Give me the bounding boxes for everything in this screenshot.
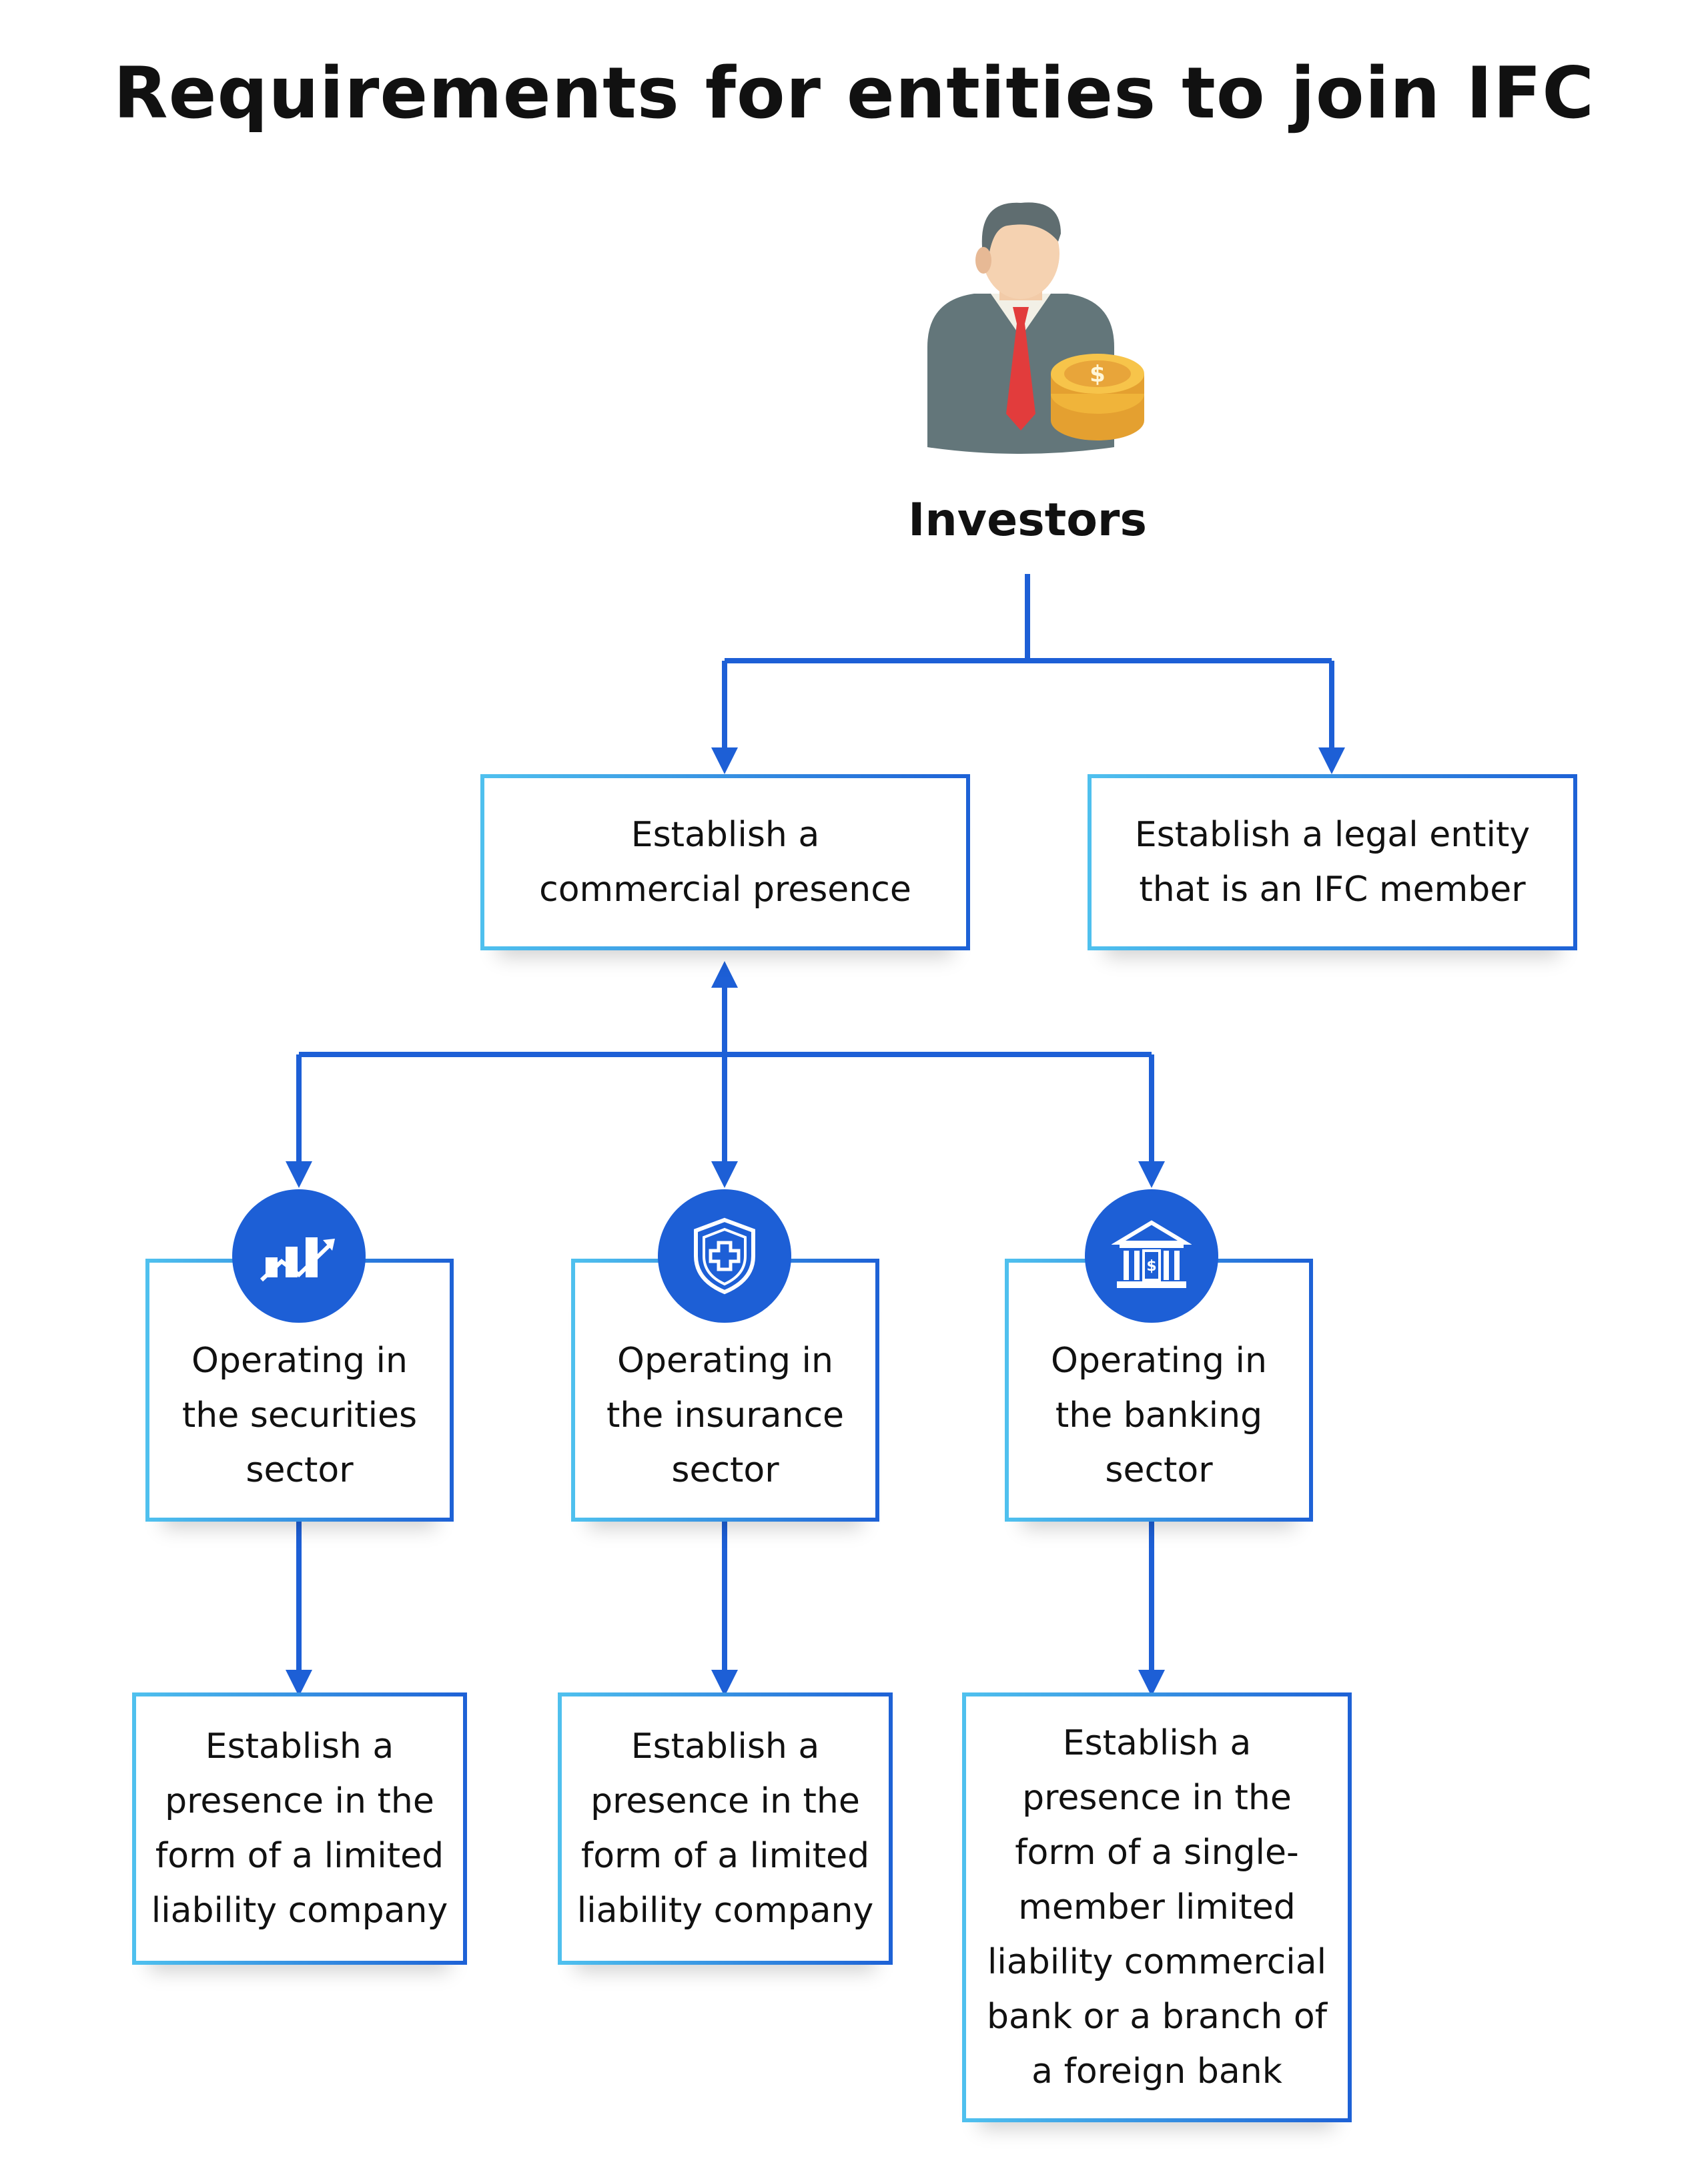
box-line: liability company	[576, 1891, 874, 1931]
box-line: that is an IFC member	[1139, 870, 1526, 910]
box-line: commercial presence	[539, 870, 911, 910]
box-line: sector	[671, 1450, 779, 1490]
growth-chart-icon	[260, 1237, 335, 1282]
box-line: sector	[1105, 1450, 1213, 1490]
securities-outcome-box: Establish a presence in the form of a li…	[132, 1692, 467, 1965]
securities-badge	[232, 1189, 366, 1323]
box-line: bank or a branch of	[987, 1997, 1327, 2037]
box-line: Operating in	[617, 1341, 833, 1381]
box-line: presence in the	[590, 1781, 860, 1821]
banking-outcome-box: Establish a presence in the form of a si…	[962, 1692, 1352, 2122]
investor-with-coins-icon: $	[927, 202, 1144, 454]
page-title: Requirements for entities to join IFC	[113, 52, 1595, 134]
svg-text:$: $	[1146, 1258, 1156, 1275]
box-line: Operating in	[1051, 1341, 1267, 1381]
box-line: form of a limited	[580, 1836, 870, 1876]
box-line: the insurance	[606, 1395, 845, 1436]
box-line: Establish a	[630, 815, 820, 855]
box-line: presence in the	[1022, 1778, 1292, 1818]
banking-badge: $	[1085, 1189, 1218, 1323]
box-line: the banking	[1055, 1395, 1263, 1436]
commercial-presence-box: Establish a commercial presence	[480, 774, 970, 950]
bank-building-icon: $	[1112, 1220, 1192, 1288]
box-line: Establish a	[630, 1727, 820, 1767]
box-line: Establish a	[1062, 1723, 1252, 1763]
insurance-badge	[658, 1189, 791, 1323]
box-line: presence in the	[165, 1781, 434, 1821]
box-line: liability company	[151, 1891, 448, 1931]
box-line: member limited	[1018, 1887, 1296, 1927]
box-line: sector	[246, 1450, 354, 1490]
box-line: a foreign bank	[1031, 2052, 1282, 2092]
box-line: Establish a	[205, 1727, 394, 1767]
box-line: Establish a legal entity	[1134, 815, 1531, 855]
box-line: the securities	[181, 1395, 418, 1436]
box-line: form of a single-	[1015, 1833, 1299, 1873]
legal-entity-box: Establish a legal entity that is an IFC …	[1088, 774, 1577, 950]
insurance-shield-icon	[694, 1217, 755, 1295]
box-line: liability commercial	[987, 1942, 1327, 1982]
box-line: Operating in	[191, 1341, 408, 1381]
insurance-sector-box: Operating in the insurance sector	[571, 1259, 879, 1522]
insurance-outcome-box: Establish a presence in the form of a li…	[558, 1692, 893, 1965]
svg-text:$: $	[1090, 361, 1106, 388]
investors-label: Investors	[908, 494, 1147, 547]
box-line: form of a limited	[155, 1836, 444, 1876]
securities-sector-box: Operating in the securities sector	[145, 1259, 454, 1522]
